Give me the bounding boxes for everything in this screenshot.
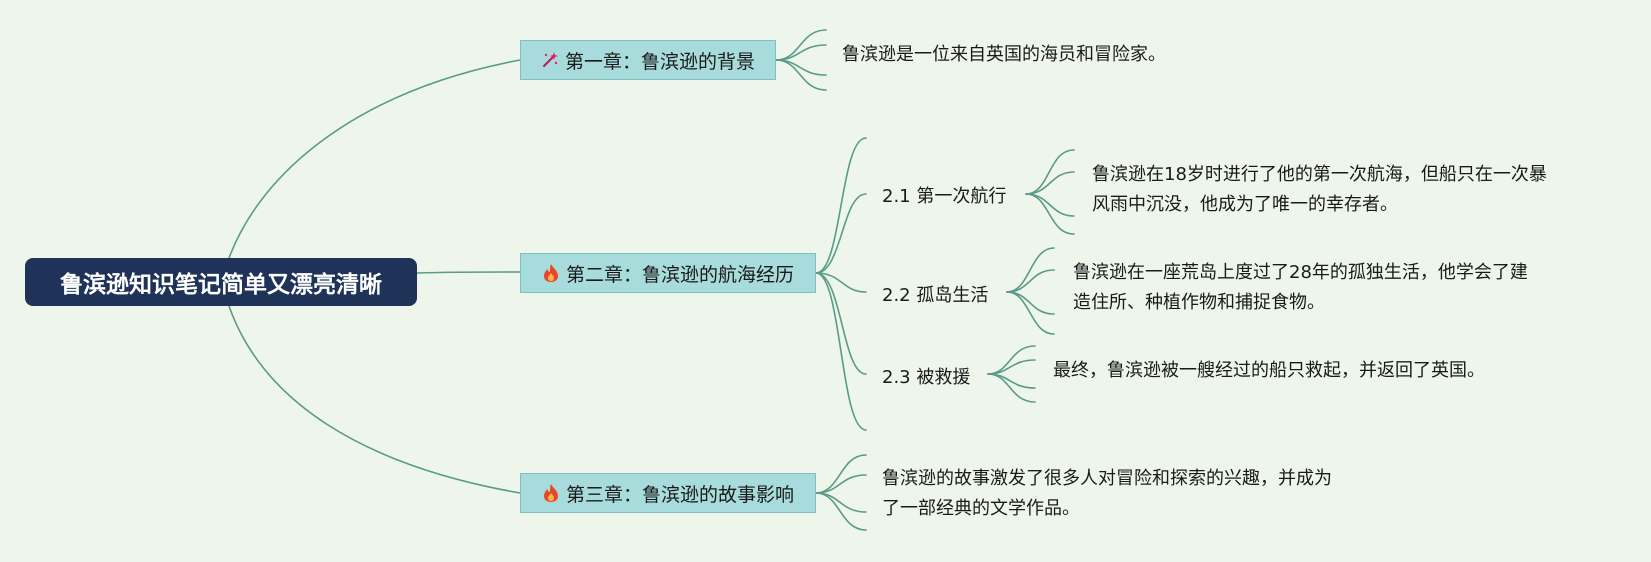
section-2-1-title[interactable]: 2.1 第一次航行 xyxy=(882,186,1007,207)
section-2-2-note-line-1: 鲁滨逊在一座荒岛上度过了28年的孤独生活，他学会了建 xyxy=(1073,262,1528,283)
chapter-3-title: 第三章：鲁滨逊的故事影响 xyxy=(565,483,794,506)
chapter-2-title: 第二章：鲁滨逊的航海经历 xyxy=(565,263,794,286)
section-2-2-note-line-2: 造住所、种植作物和捕捉食物。 xyxy=(1073,292,1325,313)
chapter-3-note-line-2: 了一部经典的文学作品。 xyxy=(882,498,1080,519)
chapter-2-node[interactable]: 第二章：鲁滨逊的航海经历 xyxy=(520,253,816,293)
section-2-1-note-line-1: 鲁滨逊在18岁时进行了他的第一次航海，但船只在一次暴 xyxy=(1092,164,1547,185)
section-2-2-title[interactable]: 2.2 孤岛生活 xyxy=(882,285,989,306)
chapter-1-title: 第一章：鲁滨逊的背景 xyxy=(564,50,755,73)
edge-root-chapter2 xyxy=(416,271,521,274)
edge-root-chapter3 xyxy=(228,305,521,494)
fire-icon xyxy=(542,483,560,503)
section-2-3-title[interactable]: 2.3 被救援 xyxy=(882,367,971,388)
chapter-1-node[interactable]: 第一章：鲁滨逊的背景 xyxy=(520,40,776,80)
fire-icon xyxy=(542,263,560,283)
chapter-3-node[interactable]: 第三章：鲁滨逊的故事影响 xyxy=(520,473,816,513)
section-2-1-note: 鲁滨逊在18岁时进行了他的第一次航海，但船只在一次暴 风雨中沉没，他成为了唯一的… xyxy=(1092,160,1612,220)
root-title: 鲁滨逊知识笔记简单又漂亮清晰 xyxy=(60,272,382,298)
chapter-1-note: 鲁滨逊是一位来自英国的海员和冒险家。 xyxy=(842,44,1166,65)
root-node[interactable]: 鲁滨逊知识笔记简单又漂亮清晰 xyxy=(25,258,417,306)
magic-wand-icon xyxy=(541,51,559,69)
chapter-3-note: 鲁滨逊的故事激发了很多人对冒险和探索的兴趣，并成为 了一部经典的文学作品。 xyxy=(882,464,1402,524)
section-2-3-note-line-1: 最终，鲁滨逊被一艘经过的船只救起，并返回了英国。 xyxy=(1053,360,1485,381)
chapter-3-note-line-1: 鲁滨逊的故事激发了很多人对冒险和探索的兴趣，并成为 xyxy=(882,468,1332,489)
section-2-1-note-line-2: 风雨中沉没，他成为了唯一的幸存者。 xyxy=(1092,194,1398,215)
edge-root-chapter1 xyxy=(228,59,521,259)
section-2-2-note: 鲁滨逊在一座荒岛上度过了28年的孤独生活，他学会了建 造住所、种植作物和捕捉食物… xyxy=(1073,258,1603,318)
section-2-3-note: 最终，鲁滨逊被一艘经过的船只救起，并返回了英国。 xyxy=(1053,356,1613,386)
